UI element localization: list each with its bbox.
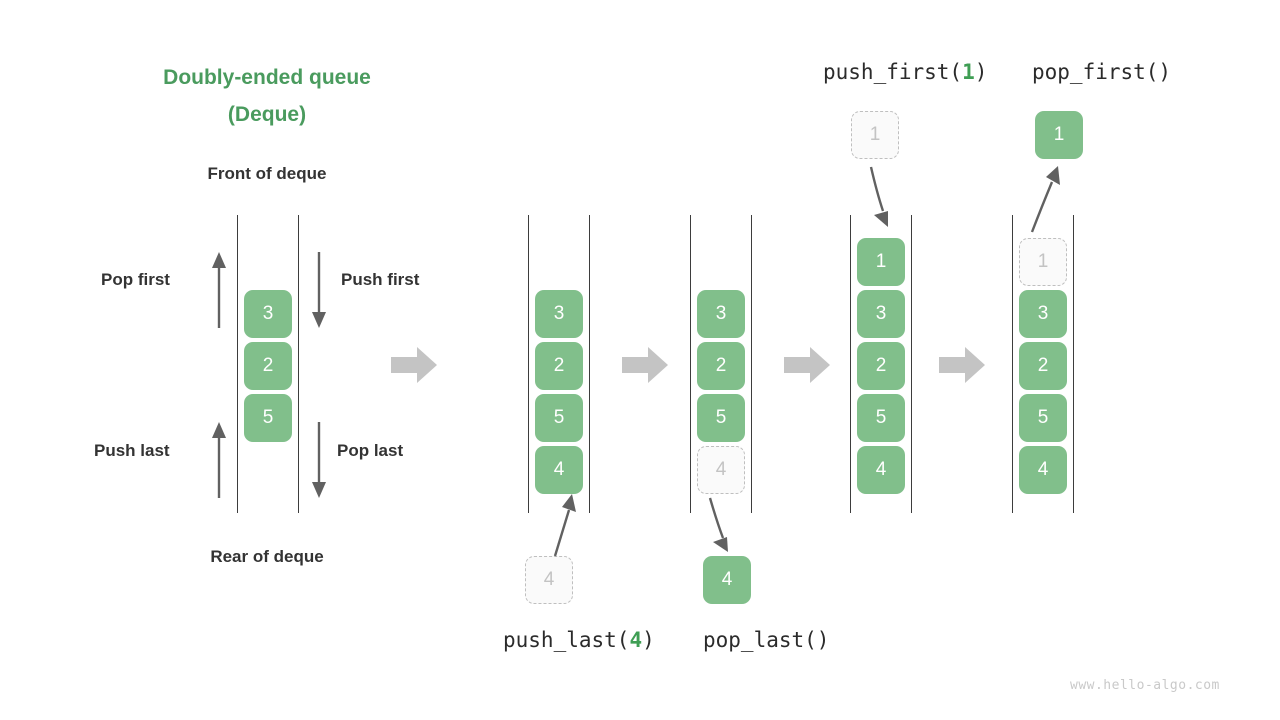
op-pop-last-label: pop_last() <box>703 628 829 652</box>
deque-item: 3 <box>697 290 745 338</box>
deque-rail-right-stage3 <box>751 215 752 513</box>
deque-rail-left-stage3 <box>690 215 691 513</box>
deque-item: 5 <box>244 394 292 442</box>
deque-item: 2 <box>535 342 583 390</box>
op-pop-first-label: pop_first() <box>1032 60 1171 84</box>
push-first-motion-arrow-icon <box>869 166 888 227</box>
deque-item: 4 <box>857 446 905 494</box>
deque-item: 2 <box>857 342 905 390</box>
pop-last-label: Pop last <box>337 441 404 460</box>
op-push-first-suffix: ) <box>974 60 988 84</box>
deque-item: 3 <box>1019 290 1067 338</box>
op-push-first-prefix: push_first( <box>823 60 963 84</box>
deque-item: 5 <box>535 394 583 442</box>
floating-popped-item: 4 <box>703 556 751 604</box>
op-push-first-arg: 1 <box>962 60 975 84</box>
transition-arrow-icon <box>784 347 830 383</box>
push-first-arrow-icon <box>312 252 326 328</box>
push-first-label: Push first <box>341 270 420 289</box>
op-push-last-arg: 4 <box>629 628 643 652</box>
deque-item-ghost: 4 <box>697 446 745 494</box>
deque-item: 4 <box>1019 446 1067 494</box>
deque-rail-left-stage2 <box>528 215 529 513</box>
deque-rail-right-stage1 <box>298 215 299 513</box>
transition-arrow-icon <box>391 347 437 383</box>
deque-rail-left-stage5 <box>1012 215 1013 513</box>
op-push-last-prefix: push_last( <box>503 628 630 652</box>
front-of-deque-label: Front of deque <box>207 164 327 183</box>
deque-item: 3 <box>535 290 583 338</box>
rear-of-deque-label: Rear of deque <box>210 547 324 566</box>
watermark: www.hello-algo.com <box>1070 678 1220 693</box>
push-last-motion-arrow-icon <box>553 494 576 557</box>
deque-item: 5 <box>857 394 905 442</box>
deque-item: 4 <box>535 446 583 494</box>
deque-item: 2 <box>697 342 745 390</box>
op-pop-last-text: pop_last() <box>703 628 830 652</box>
deque-item: 3 <box>857 290 905 338</box>
pop-first-arrow-icon <box>212 252 226 328</box>
floating-ghost-item: 4 <box>525 556 573 604</box>
deque-item: 1 <box>857 238 905 286</box>
transition-arrow-icon <box>622 347 668 383</box>
deque-rail-right-stage5 <box>1073 215 1074 513</box>
page-subtitle: (Deque) <box>227 103 307 126</box>
deque-item: 5 <box>697 394 745 442</box>
push-last-arrow-icon <box>212 422 226 498</box>
deque-item: 2 <box>244 342 292 390</box>
deque-item: 5 <box>1019 394 1067 442</box>
deque-rail-left-stage1 <box>237 215 238 513</box>
op-push-first-label: push_first(1) <box>823 60 987 84</box>
pop-first-label: Pop first <box>101 270 170 289</box>
op-push-last-label: push_last(4) <box>503 628 655 652</box>
deque-rail-right-stage2 <box>589 215 590 513</box>
deque-rail-right-stage4 <box>911 215 912 513</box>
pop-last-arrow-icon <box>312 422 326 498</box>
floating-popped-item: 1 <box>1035 111 1083 159</box>
pop-last-motion-arrow-icon <box>708 497 728 552</box>
floating-ghost-item: 1 <box>851 111 899 159</box>
deque-rail-left-stage4 <box>850 215 851 513</box>
deque-item-ghost: 1 <box>1019 238 1067 286</box>
op-pop-first-text: pop_first() <box>1032 60 1172 84</box>
deque-item: 2 <box>1019 342 1067 390</box>
deque-item: 3 <box>244 290 292 338</box>
push-last-label: Push last <box>94 441 170 460</box>
transition-arrow-icon <box>939 347 985 383</box>
page-title: Doubly-ended queue <box>163 66 371 89</box>
op-push-last-suffix: ) <box>642 628 655 652</box>
pop-first-motion-arrow-icon <box>1030 166 1060 233</box>
